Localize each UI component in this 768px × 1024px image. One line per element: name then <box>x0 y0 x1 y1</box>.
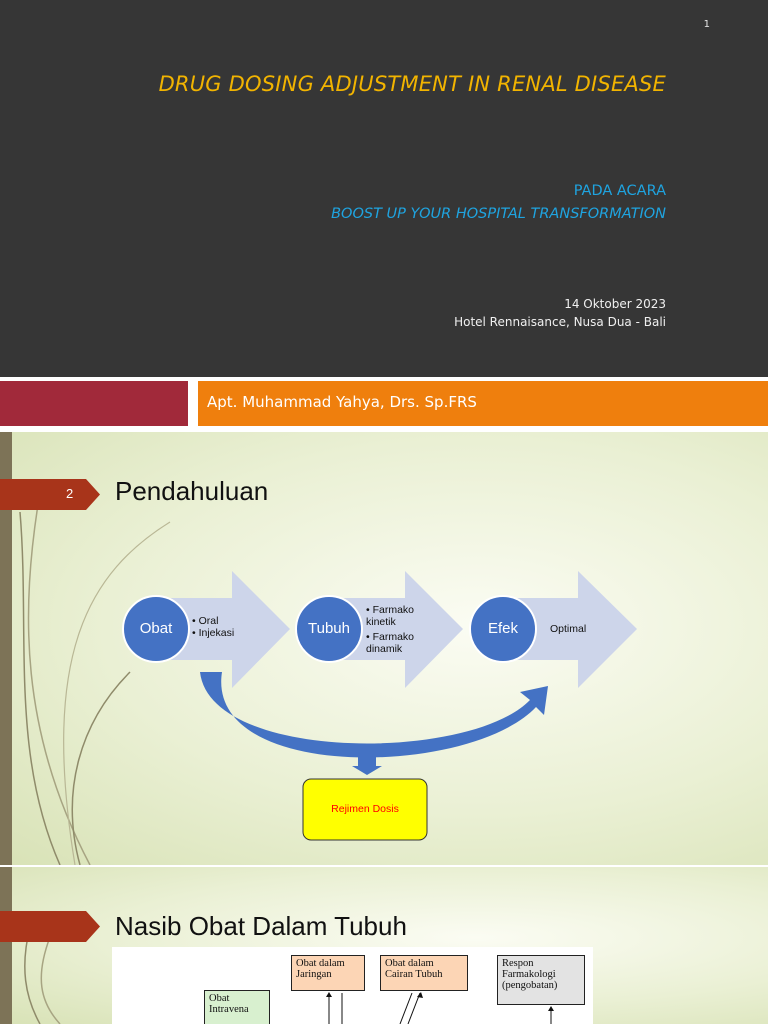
arrow-shape <box>330 571 463 688</box>
slide-number: 2 <box>66 486 74 501</box>
title-slide: 1 DRUG DOSING ADJUSTMENT IN RENAL DISEAS… <box>0 0 768 432</box>
flow-arrows <box>326 992 554 1024</box>
box-line: Farmakologi <box>502 969 556 980</box>
circle-tubuh <box>295 595 363 663</box>
slide-number-tag <box>0 479 100 510</box>
slide-title: Pendahuluan <box>115 476 269 506</box>
box-line: (pengobatan) <box>502 980 558 991</box>
bullet-item: Farmako kinetik <box>366 604 415 628</box>
bullet-list-efek: Optimal <box>550 623 586 635</box>
result-box <box>302 778 428 841</box>
left-accent-bar <box>0 867 12 1024</box>
flow-figure: Obat dalam Jaringan Obat dalam Cairan Tu… <box>112 947 593 1024</box>
bullet-list-obat: • Oral • Injekasi <box>192 615 235 639</box>
box-obat-jaringan: Obat dalam Jaringan <box>291 955 365 991</box>
box-respon: Respon Farmakologi (pengobatan) <box>497 955 585 1005</box>
slide-divider <box>0 865 768 867</box>
event-date: 14 Oktober 2023 <box>564 297 666 311</box>
bullet-item: Farmako dinamik <box>366 631 415 655</box>
bullet-item: Optimal <box>550 623 587 635</box>
title-slide-background <box>0 0 768 377</box>
page-number: 1 <box>703 19 710 30</box>
left-accent-bar <box>0 432 12 865</box>
box-line: Cairan Tubuh <box>385 969 443 980</box>
presentation-title: DRUG DOSING ADJUSTMENT IN RENAL DISEASE <box>158 72 666 96</box>
box-line: Jaringan <box>296 969 332 980</box>
author-bar <box>198 381 768 426</box>
curved-arrow <box>200 672 548 758</box>
slide-nasib-obat: Nasib Obat Dalam Tubuh Obat dalam Jaring… <box>0 867 768 1024</box>
bullet-item: Oral <box>198 615 219 627</box>
box-line: Obat dalam <box>385 958 434 969</box>
box-line: Respon <box>502 958 534 969</box>
box-intravena: Obat Intravena <box>204 990 270 1024</box>
circle-obat <box>122 595 190 663</box>
box-obat-cairan: Obat dalam Cairan Tubuh <box>380 955 468 991</box>
slide-number-tag <box>0 911 100 942</box>
author-name: Apt. Muhammad Yahya, Drs. Sp.FRS <box>207 393 477 411</box>
circle-efek <box>469 595 537 663</box>
circle-label-efek: Efek <box>487 620 518 637</box>
bullet-list-tubuh: • Farmako kinetik • Farmako dinamik <box>366 604 415 655</box>
circle-label-tubuh: Tubuh <box>308 620 350 637</box>
result-box-label: Rejimen Dosis <box>331 803 399 815</box>
process-diagram <box>122 571 637 841</box>
decorative-swirls <box>19 491 171 865</box>
down-arrow <box>352 757 382 775</box>
slide-title: Nasib Obat Dalam Tubuh <box>115 911 407 941</box>
event-venue: Hotel Rennaisance, Nusa Dua - Bali <box>454 315 666 329</box>
decorative-swirls <box>24 926 61 1024</box>
subtitle-line-2: BOOST UP YOUR HOSPITAL TRANSFORMATION <box>331 206 666 222</box>
box-line: Obat <box>209 993 230 1004</box>
red-accent-bar <box>0 381 188 426</box>
circle-label-obat: Obat <box>139 620 173 637</box>
box-line: Obat dalam <box>296 958 345 969</box>
arrow-shape <box>156 571 290 688</box>
slide-pendahuluan: 2 Pendahuluan Obat Tubuh Efek • Oral • I… <box>0 432 768 865</box>
bullet-item: Injekasi <box>198 627 235 639</box>
arrow-shape <box>504 571 637 688</box>
box-line: Intravena <box>209 1004 249 1015</box>
subtitle-line-1: PADA ACARA <box>573 183 666 199</box>
